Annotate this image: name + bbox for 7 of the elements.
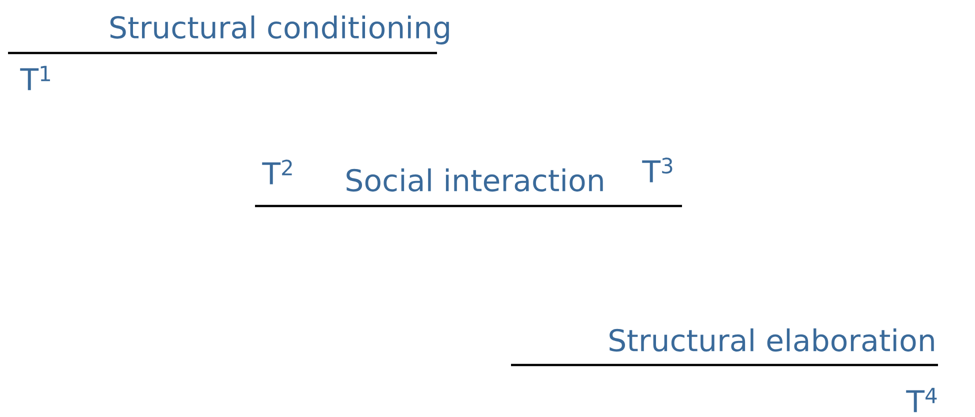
stage-label: T$^{2}$: [262, 160, 292, 184]
stage-label: Structural conditioning: [110, 15, 449, 44]
stage-label: T$^{1}$: [20, 66, 50, 90]
stage-label: T$^{4}$: [906, 388, 937, 412]
stage-label: T$^{3}$: [642, 158, 672, 182]
stage-label: Social interaction: [346, 168, 603, 192]
stage-label: Structural elaboration: [610, 328, 934, 352]
